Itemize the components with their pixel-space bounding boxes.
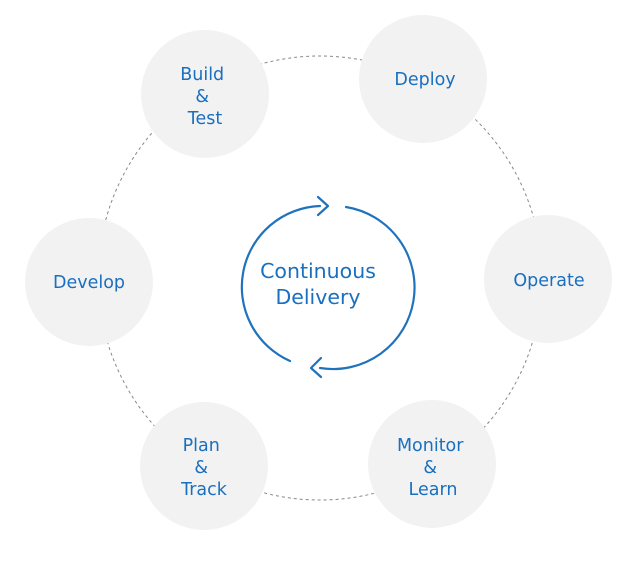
stage-label-line: Track: [180, 480, 228, 500]
stage-develop[interactable]: Develop: [25, 218, 153, 346]
stage-deploy[interactable]: Deploy: [359, 15, 487, 143]
stage-label-line: Learn: [409, 480, 458, 500]
stage-label: Deploy: [394, 70, 455, 90]
stage-circle: [140, 402, 268, 530]
center-title-line2: Delivery: [275, 285, 360, 309]
stage-label-line: Build: [180, 65, 224, 85]
stage-build-test[interactable]: Build & Test: [141, 30, 269, 158]
stage-label-line: Monitor: [397, 436, 464, 456]
stage-circle: [484, 215, 612, 343]
center-title-line1: Continuous: [260, 259, 376, 283]
cycle-arrows-icon: [240, 195, 416, 379]
cycle-arrowhead-top: [316, 195, 330, 217]
stage-monitor-learn[interactable]: Monitor & Learn: [368, 400, 496, 528]
stage-circle: [141, 30, 269, 158]
cycle-arrow-bottom: [318, 205, 416, 371]
stage-operate[interactable]: Operate: [484, 215, 612, 343]
stage-label: Develop: [53, 273, 125, 293]
stage-plan-track[interactable]: Plan & Track: [140, 402, 268, 530]
stage-label-line: &: [194, 458, 208, 478]
stage-label: Build & Test: [180, 65, 230, 129]
stage-label-line: &: [195, 87, 209, 107]
stage-label: Monitor & Learn: [397, 436, 469, 500]
stage-label-line: Plan: [183, 436, 220, 456]
stage-circle: [359, 15, 487, 143]
stage-circle: [368, 400, 496, 528]
stage-label-line: &: [423, 458, 437, 478]
cycle-arrowhead-bottom: [309, 356, 323, 379]
stage-label: Operate: [513, 271, 584, 291]
stage-label-line: Test: [187, 109, 223, 129]
stage-circle: [25, 218, 153, 346]
stage-label: Plan & Track: [180, 436, 228, 500]
cycle-arrow-top: [240, 204, 322, 363]
